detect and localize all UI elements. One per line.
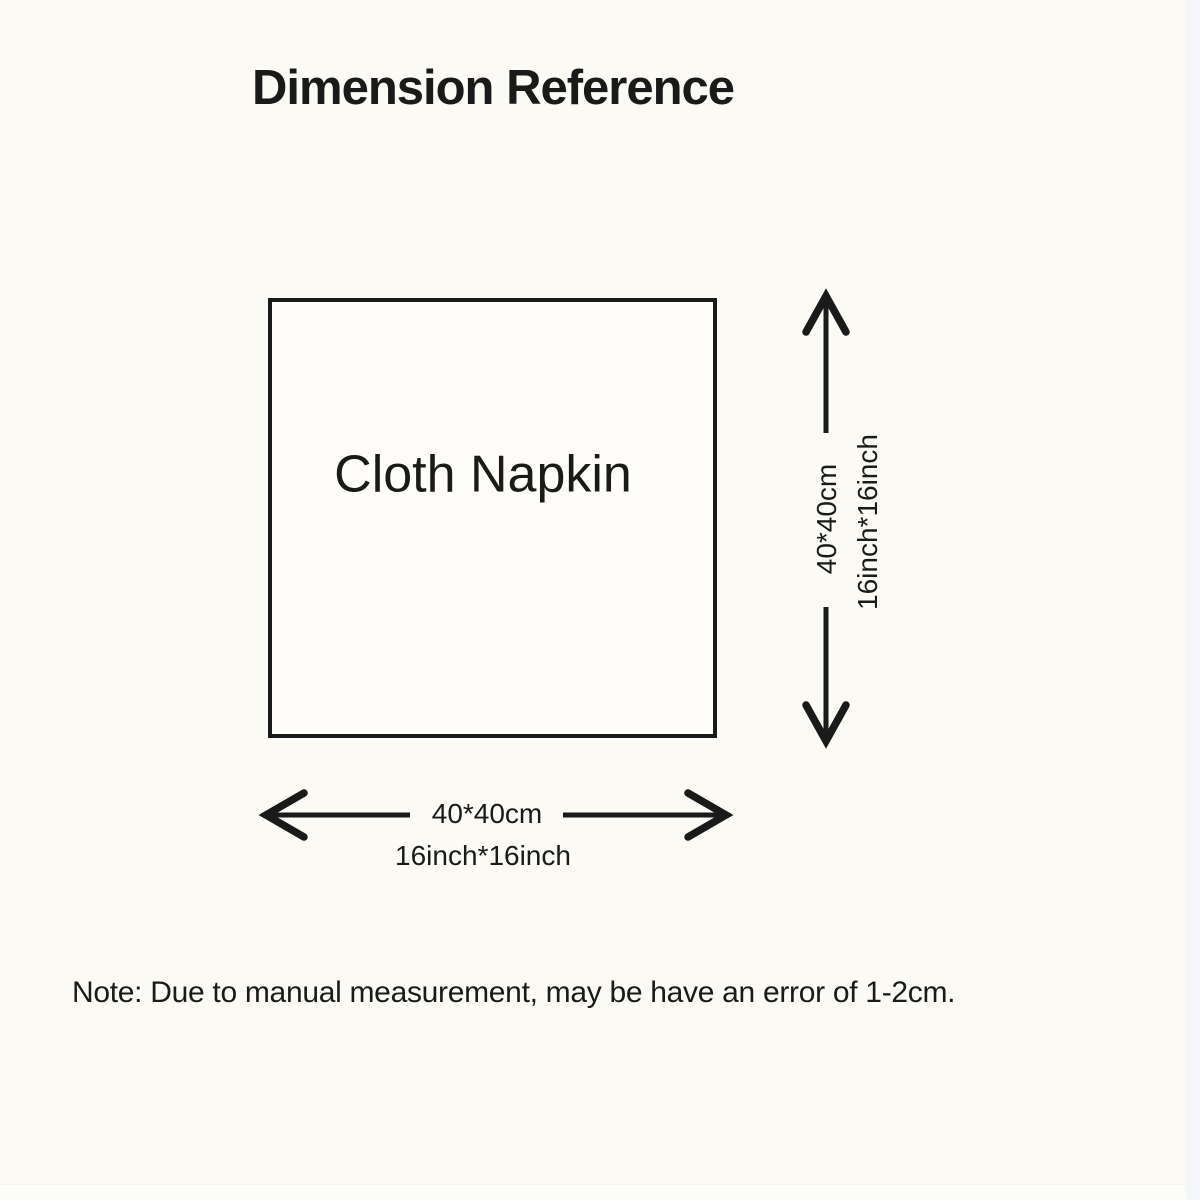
measurement-note: Note: Due to manual measurement, may be … bbox=[72, 976, 956, 1009]
vertical-double-arrow-icon bbox=[802, 288, 850, 749]
napkin-outline-square bbox=[268, 298, 717, 738]
right-edge-artifact-strip bbox=[1186, 0, 1200, 1200]
napkin-label: Cloth Napkin bbox=[334, 445, 632, 504]
width-label-cm: 40*40cm bbox=[431, 798, 543, 829]
down-arrowhead-icon bbox=[802, 701, 850, 749]
bottom-edge-artifact-strip bbox=[0, 1184, 1186, 1200]
width-label-inch: 16inch*16inch bbox=[395, 840, 571, 871]
height-label-cm: 40*40cm bbox=[811, 463, 842, 575]
up-arrowhead-icon bbox=[802, 288, 850, 336]
right-arrowhead-icon bbox=[684, 789, 734, 841]
page-title: Dimension Reference bbox=[252, 61, 735, 115]
height-label-inch: 16inch*16inch bbox=[852, 434, 883, 610]
horizontal-double-arrow-icon bbox=[258, 789, 734, 841]
left-arrowhead-icon bbox=[258, 789, 308, 841]
